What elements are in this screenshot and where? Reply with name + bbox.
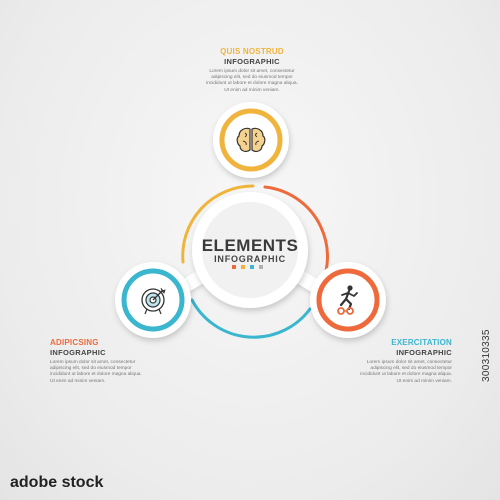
brain-icon bbox=[236, 127, 266, 152]
node-top bbox=[213, 102, 289, 178]
stock-id-watermark: 300310335 bbox=[481, 329, 492, 382]
dot-orange bbox=[232, 265, 236, 269]
stock-logo-text: adobe stock bbox=[10, 474, 104, 491]
center-color-dots bbox=[232, 265, 263, 269]
text-line: incididunt ut labore et dolore magna ali… bbox=[360, 372, 452, 378]
label-left-text: Lorem ipsum dolor sit amet, consectetur … bbox=[50, 360, 158, 385]
text-line: adipiscing elit, sed do eiusmod tempor bbox=[370, 366, 452, 372]
text-line: Lorem ipsum dolor sit amet, consectetur bbox=[366, 360, 452, 365]
center-subheading: INFOGRAPHIC bbox=[214, 254, 286, 264]
label-left-title: ADIPICSING bbox=[50, 338, 99, 347]
center-circle bbox=[192, 192, 308, 308]
text-line: Ut enim ad minim veniam. bbox=[50, 378, 106, 384]
center-title: ELEMENTS INFOGRAPHIC bbox=[200, 236, 300, 264]
label-right-subtitle: INFOGRAPHIC bbox=[396, 348, 452, 357]
text-line: adipiscing elit, sed do eiusmod tempor bbox=[50, 366, 132, 372]
label-top-title: QUIS NOSTRUD bbox=[220, 47, 284, 56]
label-left-subtitle: INFOGRAPHIC bbox=[50, 348, 106, 357]
label-top: QUIS NOSTRUD INFOGRAPHIC Lorem ipsum dol… bbox=[198, 47, 306, 94]
center-heading: ELEMENTS bbox=[201, 236, 299, 255]
target-icon bbox=[141, 287, 166, 315]
dot-yellow bbox=[241, 265, 245, 269]
text-line: Ut enim ad minim veniam. bbox=[396, 378, 452, 384]
label-top-text: Lorem ipsum dolor sit amet, consectetur … bbox=[198, 69, 306, 94]
label-left: ADIPICSING INFOGRAPHIC Lorem ipsum dolor… bbox=[50, 338, 158, 385]
dot-grey bbox=[259, 265, 263, 269]
text-line: incididunt ut labore et dolore magna ali… bbox=[206, 81, 298, 87]
text-line: Lorem ipsum dolor sit amet, consectetur bbox=[50, 360, 136, 365]
running-person-icon bbox=[337, 285, 358, 315]
stock-logo: adobe stock bbox=[10, 474, 103, 492]
dot-teal bbox=[250, 265, 254, 269]
text-line: Ut enim ad minim veniam. bbox=[224, 87, 280, 93]
label-top-subtitle: INFOGRAPHIC bbox=[224, 57, 280, 66]
text-line: adipiscing elit, sed do eiusmod tempor bbox=[211, 75, 293, 81]
text-line: incididunt ut labore et dolore magna ali… bbox=[50, 372, 142, 378]
text-line: Lorem ipsum dolor sit amet, consectetur bbox=[209, 69, 295, 74]
label-right-text: Lorem ipsum dolor sit amet, consectetur … bbox=[340, 360, 452, 385]
label-right-title: EXERCITATION bbox=[391, 338, 452, 347]
label-right: EXERCITATION INFOGRAPHIC Lorem ipsum dol… bbox=[340, 338, 452, 385]
